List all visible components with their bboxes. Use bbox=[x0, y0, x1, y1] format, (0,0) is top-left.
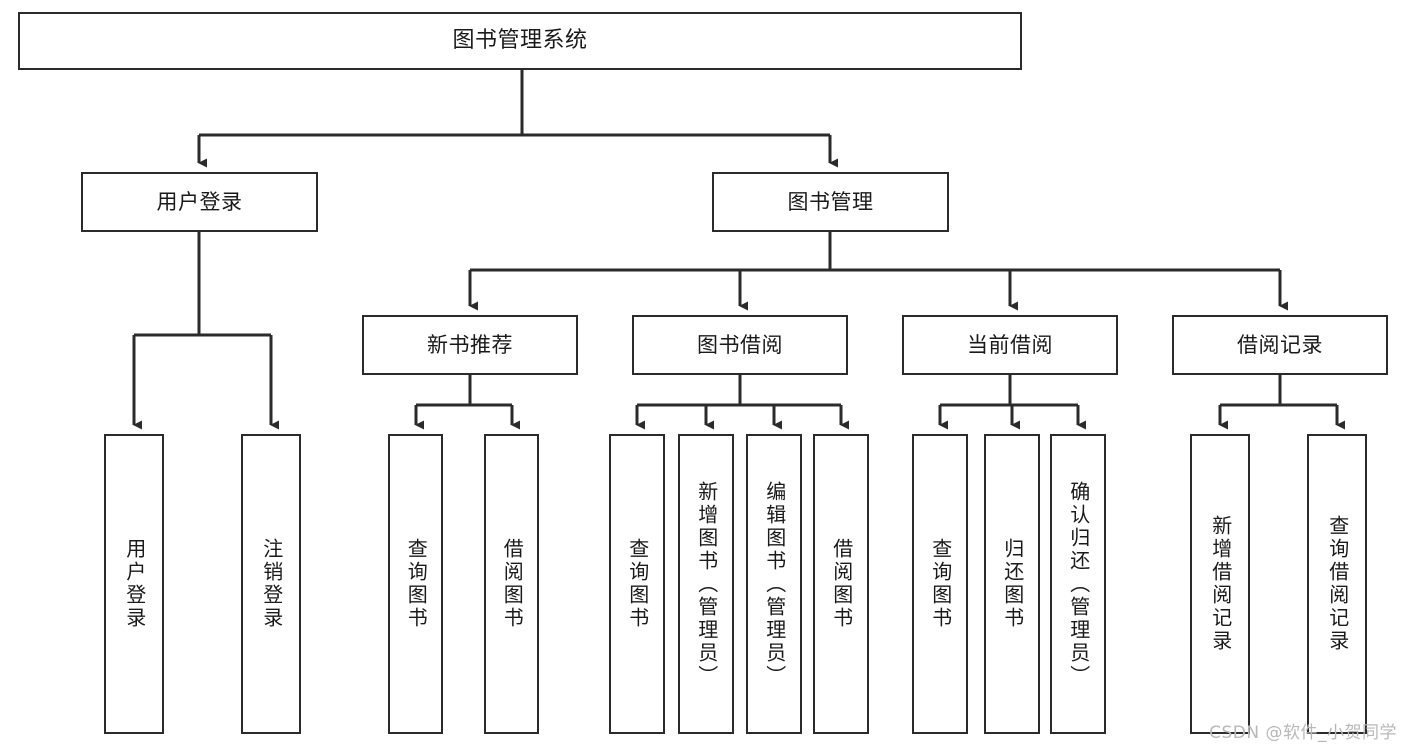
node-leaf-user-login[interactable]: 用户登录 bbox=[104, 434, 164, 734]
node-leaf-logout-label: 注销登录 bbox=[259, 538, 284, 630]
node-book-management[interactable]: 图书管理 bbox=[712, 172, 949, 232]
node-leaf-logout[interactable]: 注销登录 bbox=[241, 434, 301, 734]
node-leaf-confirm-return-admin-label: 确认归还（管理员） bbox=[1066, 480, 1091, 688]
node-current-borrow-label: 当前借阅 bbox=[967, 332, 1053, 357]
node-leaf-confirm-return-admin[interactable]: 确认归还（管理员） bbox=[1050, 434, 1106, 734]
node-leaf-add-book-admin-label: 新增图书（管理员） bbox=[694, 480, 719, 688]
node-leaf-query-book-cb-label: 查询图书 bbox=[928, 538, 953, 630]
node-borrow-record[interactable]: 借阅记录 bbox=[1172, 315, 1388, 375]
node-new-book-recommend-label: 新书推荐 bbox=[427, 332, 513, 357]
node-borrow-record-label: 借阅记录 bbox=[1237, 332, 1323, 357]
node-new-book-recommend[interactable]: 新书推荐 bbox=[362, 315, 578, 375]
node-leaf-borrow-book-bb-label: 借阅图书 bbox=[829, 538, 854, 630]
node-root[interactable]: 图书管理系统 bbox=[18, 12, 1022, 70]
node-leaf-add-borrow-record-label: 新增借阅记录 bbox=[1208, 515, 1233, 653]
node-book-borrow[interactable]: 图书借阅 bbox=[632, 315, 848, 375]
node-leaf-query-book-nbr[interactable]: 查询图书 bbox=[388, 434, 443, 734]
node-leaf-borrow-book-nbr[interactable]: 借阅图书 bbox=[484, 434, 539, 734]
node-leaf-edit-book-admin-label: 编辑图书（管理员） bbox=[762, 480, 787, 688]
node-user-login-label: 用户登录 bbox=[156, 189, 243, 214]
node-book-management-label: 图书管理 bbox=[787, 189, 874, 214]
node-book-borrow-label: 图书借阅 bbox=[697, 332, 783, 357]
node-leaf-query-book-cb[interactable]: 查询图书 bbox=[912, 434, 968, 734]
node-leaf-edit-book-admin[interactable]: 编辑图书（管理员） bbox=[746, 434, 802, 734]
node-leaf-query-book-bb[interactable]: 查询图书 bbox=[609, 434, 665, 734]
node-leaf-user-login-label: 用户登录 bbox=[122, 538, 147, 630]
node-user-login[interactable]: 用户登录 bbox=[81, 172, 318, 232]
node-leaf-return-book-label: 归还图书 bbox=[1000, 538, 1025, 630]
node-current-borrow[interactable]: 当前借阅 bbox=[902, 315, 1118, 375]
node-leaf-query-borrow-record[interactable]: 查询借阅记录 bbox=[1307, 434, 1367, 734]
node-leaf-borrow-book-bb[interactable]: 借阅图书 bbox=[813, 434, 869, 734]
node-leaf-query-book-bb-label: 查询图书 bbox=[625, 538, 650, 630]
csdn-watermark: CSDN @软件_小贺同学 bbox=[1209, 723, 1397, 743]
node-leaf-query-borrow-record-label: 查询借阅记录 bbox=[1325, 515, 1350, 653]
node-root-label: 图书管理系统 bbox=[452, 28, 588, 54]
node-leaf-add-borrow-record[interactable]: 新增借阅记录 bbox=[1190, 434, 1250, 734]
node-leaf-borrow-book-nbr-label: 借阅图书 bbox=[500, 538, 525, 630]
node-leaf-return-book[interactable]: 归还图书 bbox=[984, 434, 1040, 734]
node-leaf-add-book-admin[interactable]: 新增图书（管理员） bbox=[678, 434, 734, 734]
node-leaf-query-book-nbr-label: 查询图书 bbox=[404, 538, 429, 630]
